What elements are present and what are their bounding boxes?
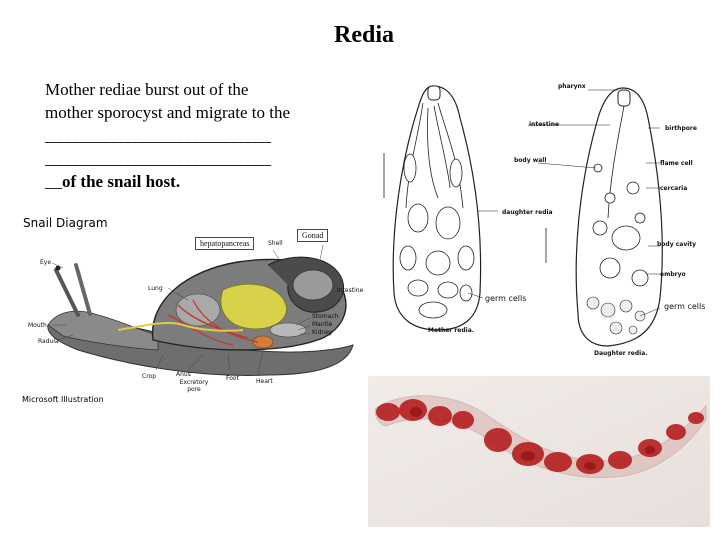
lung-organ <box>175 293 221 327</box>
intestine-label-redia: intestine <box>529 121 560 128</box>
daughter-redia-label: daughter redia <box>502 209 553 216</box>
blank-line: ______________________________ <box>45 149 271 168</box>
anus-label: Anus <box>176 371 191 378</box>
daughter-pharynx <box>617 89 631 107</box>
redia-photo-image <box>368 376 710 527</box>
kidney-label: Kidney <box>312 329 333 336</box>
pharynx-label: pharynx <box>558 83 586 90</box>
blank-line: ______________________________ <box>45 126 271 145</box>
redia-photo <box>368 376 710 527</box>
illustration-credit: Microsoft Illustration <box>22 395 104 404</box>
hepatopancreas-organ <box>220 283 287 330</box>
snail-diagram-title: Snail Diagram <box>23 216 108 230</box>
gonad-label: Gonad <box>297 229 329 242</box>
germ-cells-label-left: germ cells <box>485 294 527 303</box>
slide-body-text: Mother rediae burst out of the mother sp… <box>45 78 355 193</box>
excretory-pore-label: Excretory pore <box>179 379 209 393</box>
intestine-label: Intestine <box>337 287 364 294</box>
snail-head <box>47 310 159 351</box>
mother-redia-caption: Mother redia. <box>428 327 475 334</box>
shell-label: Shell <box>268 240 283 247</box>
tentacle <box>54 268 80 317</box>
mother-pharynx <box>427 85 441 101</box>
tentacle <box>74 263 92 316</box>
heart-label: Heart <box>256 378 273 385</box>
eye-label: Eye <box>40 259 52 266</box>
intestine-tract <box>117 321 244 332</box>
crop-label: Crop <box>142 373 157 380</box>
lung-label: Lung <box>148 285 163 292</box>
blood-vessels <box>167 299 259 346</box>
stomach-label: Stomach <box>312 313 339 320</box>
body-cavity-label: body cavity <box>657 241 697 248</box>
redia-drawing <box>383 85 663 347</box>
germ-cells-label-right: germ cells <box>664 302 706 311</box>
cercaria-label: cercaria <box>660 185 688 192</box>
radula-label: Radula <box>38 338 59 345</box>
mantle-label: Mantle <box>312 321 333 328</box>
text-line: Mother rediae burst out of the <box>45 80 249 99</box>
kidney-organ <box>269 322 307 338</box>
foot-label: Foot <box>226 375 239 382</box>
bold-phrase: of the snail host. <box>62 172 181 191</box>
birthpore-label: birthpore <box>665 125 697 132</box>
gonad-region <box>292 269 334 301</box>
text-line: mother sporocyst and migrate to the <box>45 103 291 122</box>
mouth-label: Mouth <box>28 322 47 329</box>
body-wall-label: body wall <box>514 157 547 164</box>
snail-diagram <box>47 244 354 376</box>
slide-title: Redia <box>334 22 394 48</box>
daughter-redia-caption: Daughter redia. <box>594 350 648 357</box>
text-line-last: __of the snail host. <box>45 170 355 193</box>
flame-cell-label: flame cell <box>660 160 693 167</box>
hepatopancreas-label: hepatopancreas <box>195 237 255 250</box>
eye-dot <box>55 265 61 271</box>
heart-organ <box>252 335 274 349</box>
embryo-label: embryo <box>660 271 686 278</box>
blank-fill: __ <box>45 172 62 191</box>
